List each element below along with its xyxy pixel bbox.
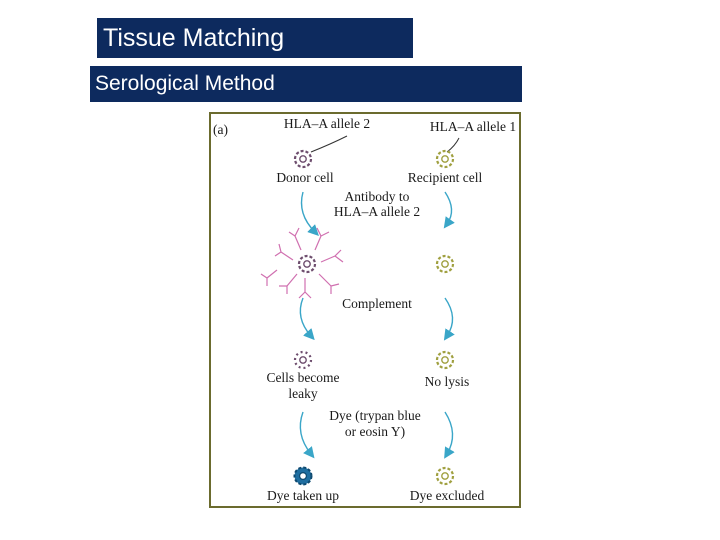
serological-method-diagram: (a) HLA–A allele 2 HLA–A allele 1 Donor … (213, 116, 516, 503)
step3-arrow-donor (299, 411, 315, 459)
step1-arrow-donor (300, 191, 319, 236)
unstained-recipient-cell (435, 466, 455, 486)
step1-arrow-recipient (443, 191, 455, 229)
step3-label-line1: Dye (trypan blue (329, 408, 420, 423)
leaky-donor-cell (293, 350, 313, 370)
donor-cell-icon (293, 149, 313, 169)
recipient-result-label: No lysis (425, 374, 470, 389)
recipient-final-label: Dye excluded (410, 488, 485, 503)
slide-title-bar: Tissue Matching (97, 18, 413, 58)
antibody-bound-donor-cell (260, 227, 344, 299)
donor-final-label: Dye taken up (267, 488, 339, 503)
recipient-allele-pointer (446, 137, 460, 153)
slide-subtitle-bar: Serological Method (90, 66, 522, 102)
step2-arrow-donor (299, 297, 315, 341)
donor-cell-label: Donor cell (276, 170, 334, 185)
stained-donor-cell (293, 466, 313, 486)
step1-label-line2: HLA–A allele 2 (334, 204, 420, 219)
step3-label-line2: or eosin Y) (345, 424, 405, 439)
donor-allele-pointer (310, 135, 348, 153)
slide-title: Tissue Matching (103, 24, 285, 52)
slide-subtitle: Serological Method (95, 72, 275, 95)
recipient-cell-icon (435, 149, 455, 169)
donor-result-line1: Cells become (266, 370, 339, 385)
step2-label: Complement (342, 296, 412, 311)
recipient-cell-row2 (435, 254, 455, 274)
donor-result-line2: leaky (288, 386, 317, 401)
panel-label: (a) (213, 122, 228, 137)
step2-arrow-recipient (443, 297, 455, 341)
step3-arrow-recipient (444, 411, 455, 459)
figure-frame: (a) HLA–A allele 2 HLA–A allele 1 Donor … (209, 112, 521, 508)
unlysed-recipient-cell (435, 350, 455, 370)
recipient-allele-label: HLA–A allele 1 (430, 119, 516, 134)
recipient-cell-label: Recipient cell (408, 170, 483, 185)
donor-allele-label: HLA–A allele 2 (284, 116, 370, 131)
step1-label-line1: Antibody to (345, 189, 410, 204)
